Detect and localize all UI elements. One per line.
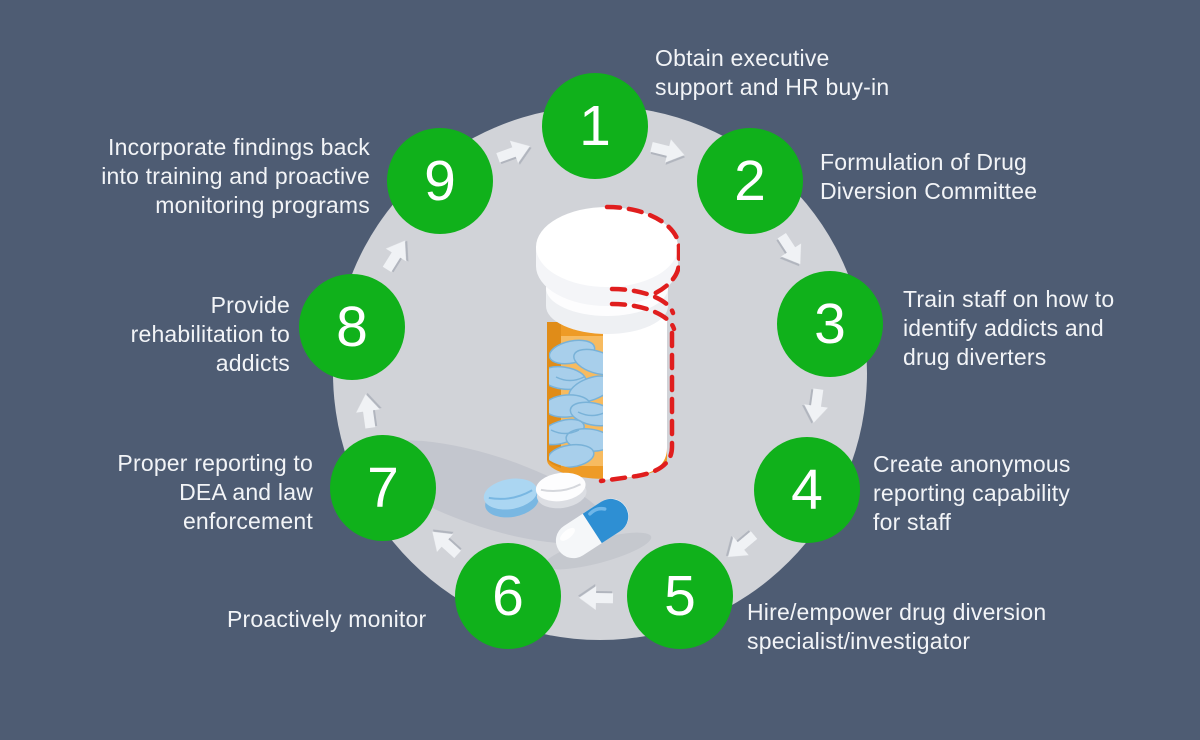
pill-bottle [536,207,678,480]
step-circle-8: 8 [299,274,405,380]
step-circle-7: 7 [330,435,436,541]
step-number: 5 [664,563,696,628]
blue-tablet-icon [483,478,539,518]
flow-arrow-icon [645,131,692,172]
step-number: 7 [367,455,399,520]
white-tablet-icon [535,472,587,509]
step-label-9: Incorporate findings back into training … [101,134,370,218]
step-circle-2: 2 [697,128,803,234]
flow-arrow-icon [419,518,470,569]
dashed-outline-icon [598,204,680,484]
step-circle-1: 1 [542,73,648,179]
step-number: 3 [814,291,846,356]
step-label-5: Hire/empower drug diversion specialist/i… [747,599,1047,654]
step-number: 4 [791,457,823,522]
step-label-2: Formulation of Drug Diversion Committee [820,149,1038,204]
flow-arrow-icon [576,582,617,615]
step-number: 6 [492,563,524,628]
flow-arrow-icon [715,521,766,571]
flow-arrow-icon [349,389,386,433]
step-number: 9 [424,148,456,213]
loose-pills [483,472,629,559]
step-label-4: Create anonymous reporting capability fo… [873,451,1071,535]
step-circle-5: 5 [627,543,733,649]
flow-arrow-icon [490,130,539,174]
step-label-1: Obtain executive support and HR buy-in [655,45,890,100]
pills-inside-bottle [549,339,603,469]
step-number: 8 [336,294,368,359]
flow-arrow-icon [797,384,834,428]
step-circle-6: 6 [455,543,561,649]
capsule-icon [555,498,629,559]
step-label-8: Provide rehabilitation to addicts [130,292,290,376]
step-number: 1 [579,93,611,158]
step-label-6: Proactively monitor [227,606,427,632]
step-circle-9: 9 [387,128,493,234]
step-label-3: Train staff on how to identify addicts a… [903,286,1115,370]
step-circle-4: 4 [754,437,860,543]
step-label-7: Proper reporting to DEA and law enforcem… [117,450,313,534]
step-circle-3: 3 [777,271,883,377]
step-number: 2 [734,148,766,213]
flow-arrow-icon [372,230,420,281]
pill-bottle-illustration [370,204,680,570]
flow-arrow-icon [767,225,816,276]
